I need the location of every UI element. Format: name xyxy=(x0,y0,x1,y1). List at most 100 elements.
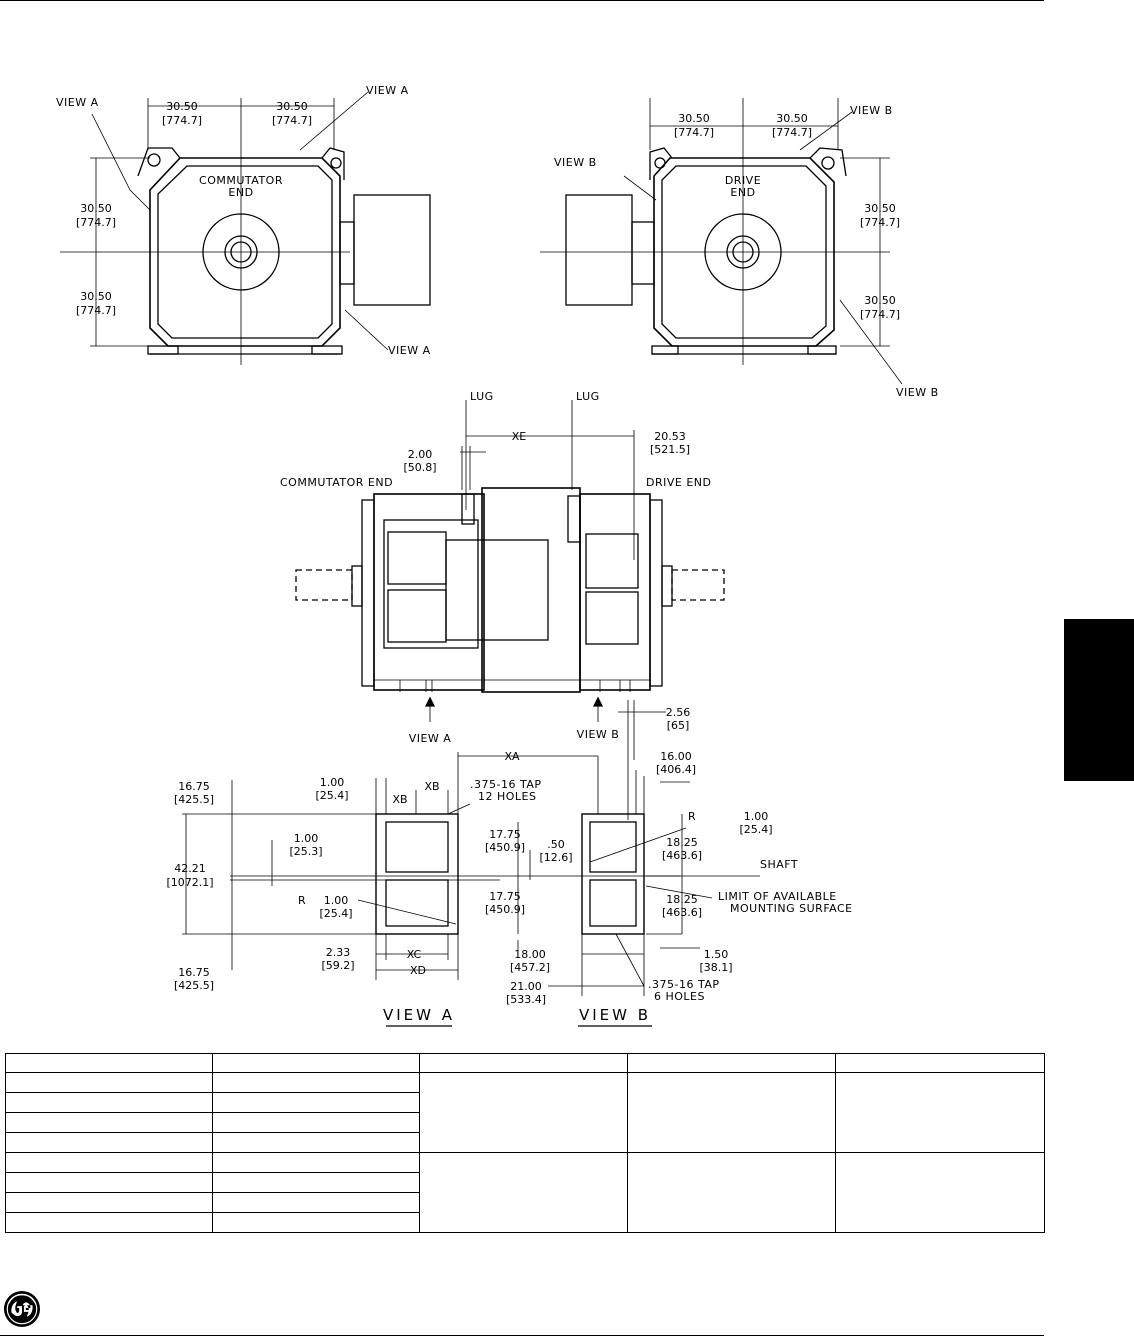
dim-2053-m: [521.5] xyxy=(650,443,690,456)
xc-label: XC xyxy=(407,948,422,961)
dim-1825-bot-m: [463.6] xyxy=(662,906,702,919)
dim-233: 2.33 xyxy=(326,946,351,959)
dim-200-m: [50.8] xyxy=(403,461,436,474)
table-cell xyxy=(5,1053,213,1073)
dim-1775-bot-m: [450.9] xyxy=(485,903,525,916)
limit-line2: MOUNTING SURFACE xyxy=(730,902,853,915)
shaft-label: SHAFT xyxy=(760,858,798,871)
drive-label-1: DRIVE xyxy=(725,174,761,187)
dim-3050-a2: 30.50 xyxy=(276,100,308,113)
table-cell xyxy=(835,1053,1045,1073)
dim-1775-top: 17.75 xyxy=(489,828,521,841)
tap12-line1: .375-16 TAP xyxy=(470,778,541,791)
table-row xyxy=(5,1072,1045,1153)
table-row xyxy=(5,1092,1045,1113)
lug-label-2: LUG xyxy=(576,390,600,403)
dim-050-m: [12.6] xyxy=(539,851,572,864)
commutator-label-1: COMMUTATOR xyxy=(199,174,283,187)
table-cell xyxy=(212,1132,420,1153)
drive-end-view xyxy=(540,98,903,385)
dim-2053: 20.53 xyxy=(654,430,686,443)
table-cell xyxy=(212,1072,420,1093)
dim-2100: 21.00 xyxy=(510,980,542,993)
xa-label: XA xyxy=(504,750,520,763)
dim-7747-b4: [774.7] xyxy=(860,308,900,321)
table-cell xyxy=(212,1112,420,1133)
tap12-line2: 12 HOLES xyxy=(478,790,536,803)
table-row xyxy=(5,1152,1045,1233)
table-cell xyxy=(5,1152,213,1173)
table-cell xyxy=(5,1192,213,1213)
dim-7747-a1: [774.7] xyxy=(162,114,202,127)
drive-end-label: DRIVE END xyxy=(646,476,711,489)
dim-7747-a3: [774.7] xyxy=(76,216,116,229)
view-a-label-left: VIEW A xyxy=(56,96,99,109)
bottom-rule xyxy=(0,1335,1044,1336)
xd-label: XD xyxy=(410,964,426,977)
dim-7747-a4: [774.7] xyxy=(76,304,116,317)
view-a-arrow-label: VIEW A xyxy=(409,732,452,745)
dim-200: 2.00 xyxy=(408,448,433,461)
view-b-label-left: VIEW B xyxy=(554,156,597,169)
dim-1600-m: [406.4] xyxy=(656,763,696,776)
dim-3050-b4: 30.50 xyxy=(864,294,896,307)
dim-150-m: [38.1] xyxy=(699,961,732,974)
dim-050: .50 xyxy=(547,838,565,851)
dim-256-m: [65] xyxy=(667,719,690,732)
dim-4221-m: [1072.1] xyxy=(166,876,213,889)
dim-100-top-m: [25.4] xyxy=(315,789,348,802)
table-cell xyxy=(212,1092,420,1113)
dim-100-r-m: [25.4] xyxy=(739,823,772,836)
lug-label-1: LUG xyxy=(470,390,494,403)
dim-1800-m: [457.2] xyxy=(510,961,550,974)
dim-1775-bot: 17.75 xyxy=(489,890,521,903)
dim-3050-b2: 30.50 xyxy=(776,112,808,125)
table-header-row xyxy=(5,1053,1045,1073)
tap6-line2: 6 HOLES xyxy=(654,990,705,1003)
dim-1825-top: 18.25 xyxy=(666,836,698,849)
outline-drawing: VIEW A VIEW A VIEW A 30.50 [774.7] 30.50… xyxy=(56,84,939,1027)
table-cell xyxy=(5,1072,213,1093)
top-rule xyxy=(0,0,1044,1)
view-a-label-top: VIEW A xyxy=(366,84,409,97)
xb-label-1: XB xyxy=(424,780,439,793)
commutator-label-2: END xyxy=(228,186,253,199)
tap6-line1: .375-16 TAP xyxy=(648,978,719,991)
dim-100-rl: 1.00 xyxy=(324,894,349,907)
dim-1675-top: 16.75 xyxy=(178,780,210,793)
dim-1675-bot: 16.75 xyxy=(178,966,210,979)
table-cell xyxy=(212,1212,420,1233)
dimension-table xyxy=(5,1053,1045,1233)
view-a-label-bottom: VIEW A xyxy=(388,344,431,357)
dim-100-left: 1.00 xyxy=(294,832,319,845)
dim-1600: 16.00 xyxy=(660,750,692,763)
drive-label-2: END xyxy=(730,186,755,199)
view-b-label-bottom: VIEW B xyxy=(896,386,939,399)
dim-1675-bot-m: [425.5] xyxy=(174,979,214,992)
table-cell-merged xyxy=(419,1072,628,1153)
table-cell xyxy=(5,1132,213,1153)
table-cell-merged xyxy=(835,1152,1045,1233)
table-cell-merged xyxy=(835,1072,1045,1153)
table-cell-merged xyxy=(627,1152,836,1233)
table-cell-merged xyxy=(419,1152,628,1233)
commutator-end-view xyxy=(60,91,431,365)
table-cell xyxy=(5,1092,213,1113)
xe-label: XE xyxy=(512,430,527,443)
table-cell xyxy=(5,1112,213,1133)
xb-label-2: XB xyxy=(392,793,407,806)
dim-7747-b1: [774.7] xyxy=(674,126,714,139)
dim-7747-b3: [774.7] xyxy=(860,216,900,229)
dim-233-m: [59.2] xyxy=(321,959,354,972)
limit-line1: LIMIT OF AVAILABLE xyxy=(718,890,837,903)
view-b-label-top: VIEW B xyxy=(850,104,893,117)
table-cell xyxy=(212,1152,420,1173)
dim-150: 1.50 xyxy=(704,948,729,961)
table-row xyxy=(5,1132,1045,1153)
section-tab xyxy=(1064,619,1134,781)
dim-2100-m: [533.4] xyxy=(506,993,546,1006)
dim-7747-a2: [774.7] xyxy=(272,114,312,127)
side-view xyxy=(295,400,725,820)
view-b-arrow-label: VIEW B xyxy=(577,728,620,741)
dim-3050-a3: 30.50 xyxy=(80,202,112,215)
